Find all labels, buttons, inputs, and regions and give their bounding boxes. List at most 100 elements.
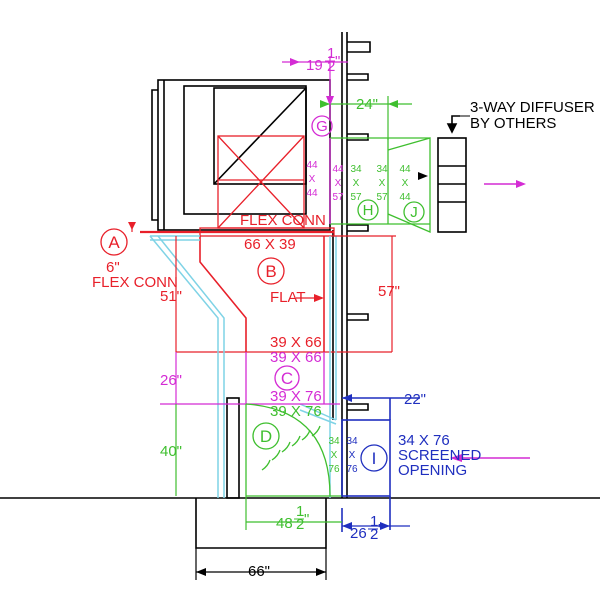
stack-g_44-0: 44 (332, 164, 344, 175)
circle-j-label: J (410, 204, 418, 221)
dim-19-den: 2 (327, 58, 335, 75)
stack-g_44-2: 57 (332, 192, 344, 203)
diffuser-leader (451, 115, 460, 124)
dim-26h-whole: 26 (350, 525, 367, 542)
screened-label-line2: SCREENED (398, 447, 482, 464)
airflow-arrow-right (484, 180, 526, 188)
diffuser (437, 115, 467, 233)
circle-h-label: H (363, 202, 374, 219)
dim-19-num: 1 (327, 45, 335, 62)
circle-c: C (274, 365, 300, 391)
a-flex-conn-label: FLEX CONN (92, 274, 178, 291)
circle-a-label: A (108, 233, 120, 252)
stack-j_44-0: 44 (399, 164, 411, 175)
circle-d-label: D (260, 427, 272, 446)
unit-inner-panel (183, 85, 307, 215)
stack-d_34-2: 76 (328, 464, 340, 475)
dim-6-label: 6" (106, 259, 120, 276)
dim-24: 24" (356, 96, 378, 113)
wall-ledge-3 (347, 133, 369, 141)
screened-label-line3: OPENING (398, 462, 467, 479)
stack-j_34-1: X (379, 178, 386, 189)
footing (195, 498, 327, 549)
dim-40: 40" (160, 443, 182, 460)
stack-i_34-0: 34 (346, 436, 358, 447)
circle-g: G (311, 115, 333, 137)
circle-b-label: B (265, 262, 276, 281)
dimension-arrows (128, 58, 462, 576)
circle-i: I (360, 444, 388, 472)
size-39x76-mag: 39 X 76 (270, 388, 322, 405)
diffuser-transition (387, 137, 431, 233)
diffuser-body (437, 137, 467, 233)
support-frame (149, 235, 337, 498)
stack-d_34-0: 34 (328, 436, 340, 447)
air-handler (151, 79, 331, 231)
wall-ledge-2 (347, 73, 369, 81)
stack-h_34-0: 34 (350, 164, 362, 175)
unit-left-tab (151, 89, 158, 221)
dim-66: 66" (248, 563, 270, 580)
circle-d: D (252, 422, 280, 450)
dim-48-den: 2 (296, 516, 304, 533)
stack-j_34-2: 57 (376, 192, 388, 203)
stack-h_34-1: X (353, 178, 360, 189)
flex-conn-top-label: FLEX CONN (240, 212, 326, 229)
circle-g-label: G (316, 118, 328, 135)
flat-label: FLAT (270, 289, 306, 306)
dim-26: 26" (160, 372, 182, 389)
dim-48-num: 1 (296, 503, 304, 520)
dim-19-whole: 19 (306, 57, 323, 74)
wall-ledge-6 (347, 403, 369, 411)
screened-label-line1: 34 X 76 (398, 432, 450, 449)
size-39x66-mag: 39 X 66 (270, 349, 322, 366)
dim-26h-den: 2 (370, 526, 378, 543)
dim-48-inch: " (304, 511, 309, 528)
wall-ledge-4 (347, 224, 369, 232)
dim-26h-inch: " (378, 521, 383, 538)
stack-i_34-1: X (349, 450, 356, 461)
diffuser-leader-arrow (446, 123, 458, 134)
dim-48-half: 48 1 2 " (276, 503, 309, 533)
circle-b: B (257, 257, 285, 285)
circle-c-label: C (281, 369, 293, 388)
stack-coil_44-1: X (309, 174, 316, 185)
plenum-b-outline (199, 236, 247, 352)
circle-h: H (357, 199, 379, 221)
size-39x66-red: 39 X 66 (270, 334, 322, 351)
stack-j_44-2: 44 (399, 192, 411, 203)
stack-coil_44-0: 44 (306, 160, 318, 171)
circle-j: J (403, 201, 425, 223)
wall-ledge-1 (347, 41, 371, 53)
stack-g_44-1: X (335, 178, 342, 189)
circle-a: A (100, 228, 128, 256)
dim-51: 51" (160, 288, 182, 305)
dim-22: 22" (404, 391, 426, 408)
dim-48-whole: 48 (276, 515, 293, 532)
post (226, 397, 240, 499)
size-66x39-label: 66 X 39 (244, 236, 296, 253)
circle-i-label: I (372, 449, 377, 468)
dim-26h-num: 1 (370, 513, 378, 530)
stack-i_34-2: 76 (346, 464, 358, 475)
dim-26-half: 26 1 2 " (350, 513, 383, 543)
coil-x2 (217, 135, 305, 229)
diffuser-label-line1: 3-WAY DIFFUSER (470, 99, 595, 116)
stack-h_34-2: 57 (350, 192, 362, 203)
dim-19-half: 19 1 2 " (306, 45, 340, 75)
stack-d_34-1: X (331, 450, 338, 461)
dimension-lines (131, 56, 412, 580)
dim-19-inch: " (335, 53, 340, 70)
supply-plenum (329, 137, 431, 233)
dim-57: 57" (378, 283, 400, 300)
section-i (341, 397, 420, 532)
section-d (245, 403, 342, 497)
diffuser-label-line2: BY OTHERS (470, 115, 556, 132)
wall-ledge-5 (347, 313, 369, 321)
stack-j_44-1: X (402, 178, 409, 189)
stack-coil_44-2: 44 (306, 188, 318, 199)
return-plenum (140, 227, 392, 353)
stack-j_34-0: 34 (376, 164, 388, 175)
